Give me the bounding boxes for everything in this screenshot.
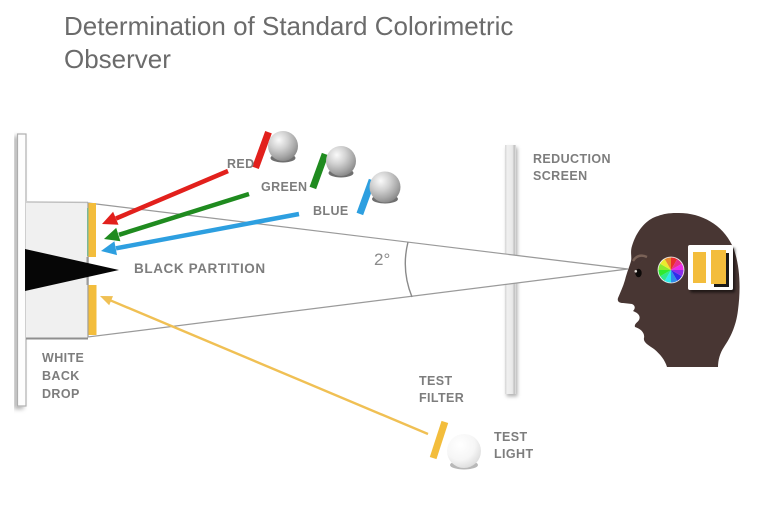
matching-field-teal-edge <box>87 208 89 256</box>
red-beam-arrowhead <box>102 211 119 225</box>
test-beam-arrowhead <box>100 296 113 306</box>
blue-beam-arrowhead <box>101 241 117 256</box>
red-label: RED <box>227 157 255 171</box>
green-beam-arrowhead <box>104 227 121 242</box>
match-card-left-bar <box>693 252 706 283</box>
black-partition-label: BLACK PARTITION <box>134 261 266 276</box>
reduction-screen-label: REDUCTION SCREEN <box>533 152 611 183</box>
angle-arc <box>404 241 413 298</box>
test-filter-bar <box>429 420 449 460</box>
white-backdrop-label: WHITE BACK DROP <box>42 351 85 401</box>
angle-label: 2° <box>374 250 391 269</box>
blue-lamp-sphere <box>369 171 401 203</box>
matching-field-top-bar <box>88 203 96 257</box>
test-light-sphere <box>447 434 481 468</box>
diagram-title: Determination of Standard Colorimetric O… <box>64 11 514 74</box>
red-beam-line <box>115 168 229 221</box>
eye-glint <box>634 270 638 273</box>
test-beam-line <box>109 299 429 436</box>
matching-field-bottom-bar <box>88 285 97 335</box>
test-light-label: TEST LIGHT <box>494 430 534 461</box>
blue-label: BLUE <box>313 204 349 218</box>
match-card-right-bar <box>711 250 726 284</box>
backdrop-top-edge <box>25 201 89 204</box>
red-filter-bar <box>252 130 272 170</box>
eye <box>635 268 642 278</box>
observer-head <box>617 212 740 367</box>
color-wheel-icon <box>657 256 685 284</box>
white-backdrop-panel <box>16 133 27 407</box>
green-filter-bar <box>309 152 329 190</box>
black-partition-wedge <box>25 249 119 291</box>
green-lamp-sphere <box>326 146 356 176</box>
green-label: GREEN <box>261 180 308 194</box>
test-filter-label: TEST FILTER <box>419 374 465 405</box>
blue-beam-line <box>115 211 300 251</box>
eyebrow <box>631 254 648 262</box>
green-beam-line <box>118 191 250 237</box>
red-lamp-sphere <box>268 131 298 161</box>
match-card <box>688 245 733 290</box>
